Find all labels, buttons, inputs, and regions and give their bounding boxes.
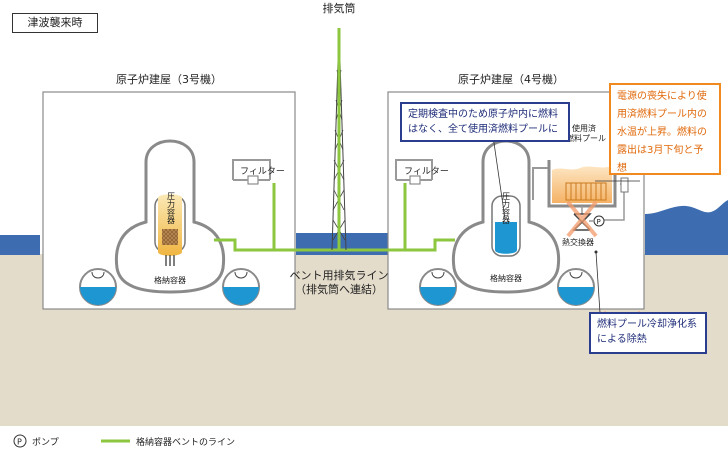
unit4-pool-label-line1: 使用済 xyxy=(572,123,596,133)
vent-line-label-line1: ベント用排気ライン xyxy=(290,268,389,282)
tsunami-wave xyxy=(645,200,728,255)
svg-text:P: P xyxy=(17,438,22,447)
unit4-filter xyxy=(409,175,421,185)
unit4-fuel-assemblies xyxy=(565,182,607,201)
unit3-vessel-label: 圧力容器 xyxy=(167,192,176,225)
unit3-core xyxy=(162,229,178,245)
legend-vent-line-label: 格納容器ベントのライン xyxy=(136,436,235,448)
unit3-containment-label: 格納容器 xyxy=(154,275,186,285)
unit4-heat-exchanger-cross xyxy=(566,200,598,238)
legend-pump-label: ポンプ xyxy=(32,437,59,448)
unit3-building-label: 原子炉建屋（3号機） xyxy=(116,72,222,86)
exhaust-stack xyxy=(331,28,347,251)
sea-left xyxy=(0,235,40,255)
situation-label: 津波襲来時 xyxy=(12,13,98,33)
unit4-filter-label: フィルター xyxy=(404,166,449,177)
unit4-cooling-system-note: 燃料プール冷却浄化系による除熱 xyxy=(589,312,707,354)
unit4-pool-temperature-note: 電源の喪失により使用済燃料プール内の水温が上昇。燃料の露出は3月下旬と予想 xyxy=(609,83,721,175)
unit3-filter xyxy=(247,175,259,185)
sea-middle xyxy=(296,233,388,255)
unit4-building-label: 原子炉建屋（4号機） xyxy=(458,72,564,86)
vent-line-label-line2: （排気筒へ連結） xyxy=(295,282,383,296)
unit4-fuel-note: 定期検査中のため原子炉内に燃料はなく、全て使用済燃料プールに xyxy=(400,102,570,142)
unit3-filter-label: フィルター xyxy=(240,166,285,177)
unit4-heat-exchanger-label: 熱交換器 xyxy=(562,237,594,247)
unit4-cooling-valve xyxy=(620,177,629,193)
unit4-vessel-label: 圧力容器 xyxy=(502,192,511,225)
legend-pump-icon xyxy=(13,434,27,448)
stack-label: 排気筒 xyxy=(323,1,356,15)
unit4-containment-label: 格納容器 xyxy=(490,273,522,283)
unit4-pool-label-line2: 燃料プール xyxy=(566,133,606,143)
svg-text:P: P xyxy=(597,218,601,226)
vent-line xyxy=(214,183,455,252)
